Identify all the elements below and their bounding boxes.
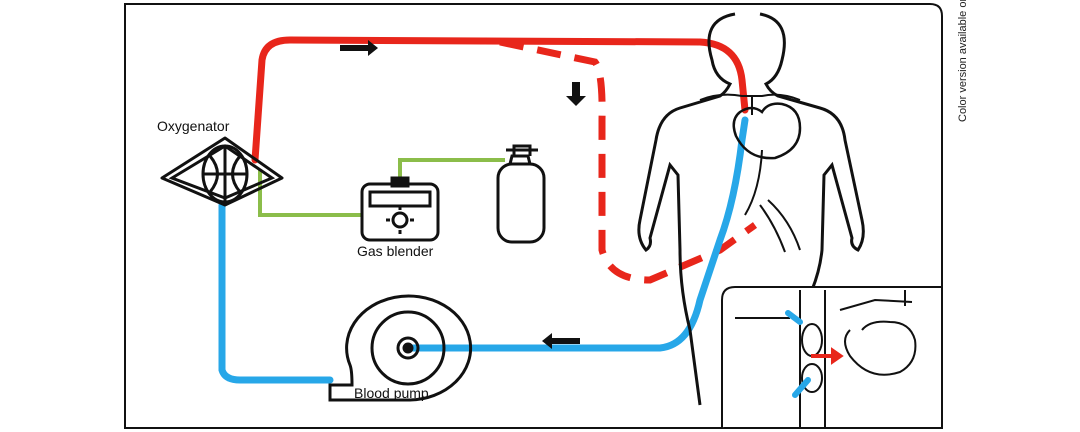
body-heart: [732, 102, 802, 160]
diagram-frame: [124, 3, 943, 429]
heart-detail-inset: [721, 286, 942, 428]
side-note: Color version available online: [955, 0, 975, 424]
inset-blue-arrow-bottom: [792, 377, 811, 398]
gas-blender-icon: [360, 176, 440, 242]
blood-pump-label: Blood pump: [354, 385, 429, 401]
femoral-return-dashed-line: [499, 38, 758, 284]
side-note-text: Color version available online: [957, 0, 969, 122]
inset-blue-arrow-top: [785, 310, 803, 325]
gas-cylinder-icon: [496, 144, 546, 244]
venous-drainage-line: [218, 201, 334, 384]
blood-pump-icon: [328, 294, 473, 402]
body-vessels: [699, 93, 801, 253]
body-silhouette: [637, 12, 865, 406]
arterial-return-line: [251, 36, 749, 164]
flow-arrow-left: [542, 333, 580, 349]
flow-arrow-down: [566, 82, 586, 106]
flow-arrow-right: [340, 40, 378, 56]
inset-red-arrow: [811, 347, 844, 365]
gas-blender-label: Gas blender: [357, 243, 434, 259]
oxygenator-label: Oxygenator: [157, 118, 230, 134]
gas-line: [258, 170, 362, 217]
gas-line-cylinder: [398, 158, 505, 183]
venous-drainage-line-body: [406, 116, 749, 352]
oxygenator-icon: [160, 136, 284, 207]
